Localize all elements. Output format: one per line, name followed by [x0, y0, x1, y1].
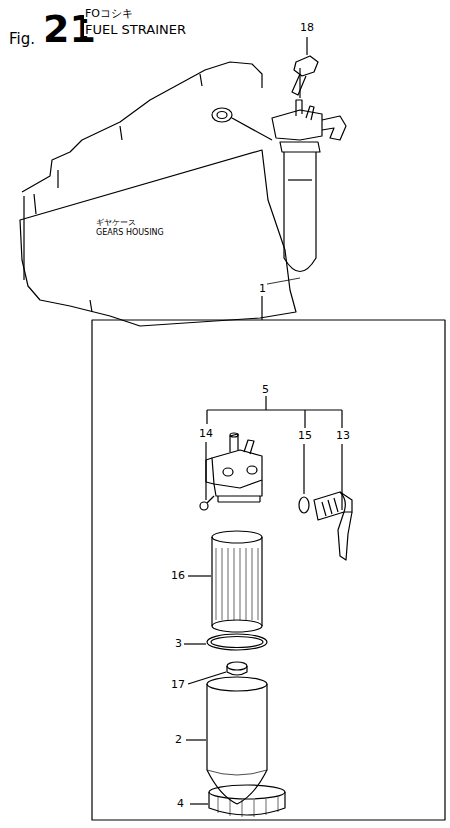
bolt: [292, 56, 318, 95]
filter-element: [212, 531, 262, 632]
callout-number: 1: [258, 283, 267, 294]
leader-line: [190, 803, 208, 804]
callout-number: 15: [297, 430, 313, 441]
ring-nut: [209, 785, 285, 817]
callout-number: 3: [174, 638, 183, 649]
leader-line: [184, 643, 206, 644]
title-japanese: FOコシキ: [84, 8, 134, 19]
callout-number: 2: [174, 734, 183, 745]
part-name: ギヤケース: [96, 218, 164, 228]
callout-number: 16: [170, 570, 186, 581]
leader-line: [303, 444, 304, 494]
mount-pad: [212, 108, 232, 122]
screw: [200, 496, 214, 510]
housing-edge: [24, 74, 202, 312]
title-english: FUEL STRAINER: [84, 23, 187, 36]
strainer-head: [206, 433, 262, 502]
callout-number: 5: [261, 384, 270, 395]
housing-outline: [20, 62, 296, 326]
callout-number: 17: [170, 679, 186, 690]
part-name: GEARS HOUSING: [96, 228, 164, 238]
assembly-leader: [232, 118, 272, 140]
o-ring: [207, 634, 267, 650]
callout-number: 14: [198, 428, 214, 439]
o-ring-15: [299, 497, 309, 513]
leader-line: [186, 739, 206, 740]
housing-label: ギヤケースGEARS HOUSING: [96, 218, 164, 238]
strainer-assembly: [272, 68, 346, 272]
leader-line: [261, 296, 262, 320]
leader-line: [188, 575, 211, 576]
callout-number: 13: [335, 430, 351, 441]
leader-line: [306, 37, 307, 55]
callout-number: 4: [176, 798, 185, 809]
float-ring: [227, 662, 247, 675]
detail-frame: [92, 320, 445, 820]
fuel-cock: [314, 492, 352, 560]
bracket: [207, 396, 342, 428]
callout-number: 18: [299, 22, 315, 33]
leader-line: [341, 444, 342, 510]
figure-prefix: Fig.: [8, 32, 36, 47]
